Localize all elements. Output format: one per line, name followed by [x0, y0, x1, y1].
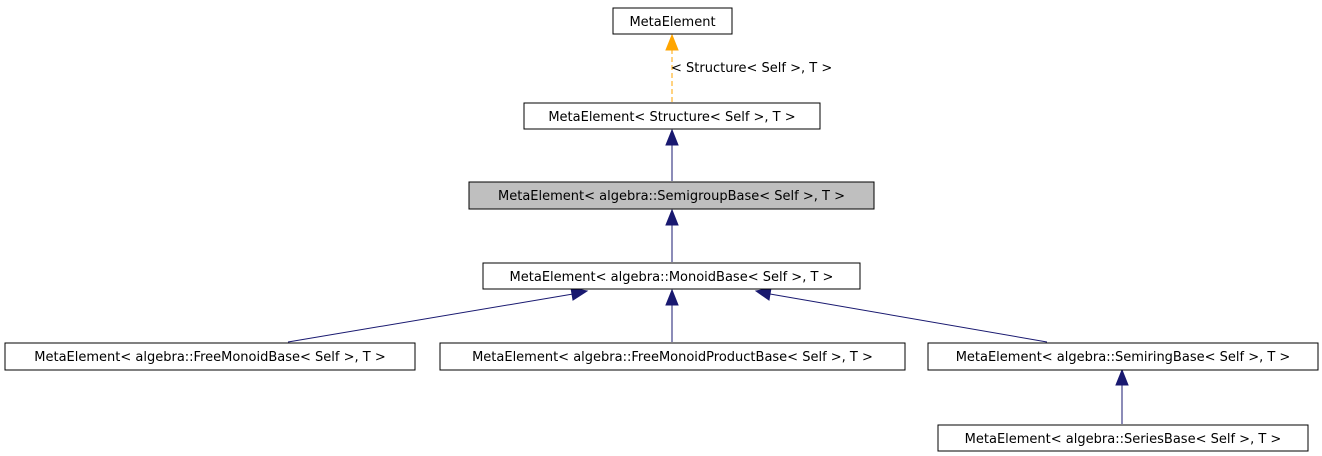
inheritance-edge-arrowhead: [665, 208, 679, 226]
node-label: MetaElement< Structure< Self >, T >: [548, 110, 795, 125]
inheritance-edge-arrowhead: [665, 128, 679, 146]
node-meta-structure[interactable]: MetaElement< Structure< Self >, T >: [523, 102, 821, 130]
inheritance-edge-arrowhead: [665, 288, 679, 306]
node-meta-element[interactable]: MetaElement: [612, 7, 733, 35]
node-label: MetaElement< algebra::SemiringBase< Self…: [956, 350, 1291, 365]
node-meta-free-monoid[interactable]: MetaElement< algebra::FreeMonoidBase< Se…: [4, 342, 416, 371]
node-meta-series[interactable]: MetaElement< algebra::SeriesBase< Self >…: [937, 424, 1309, 452]
node-meta-semigroup[interactable]: MetaElement< algebra::SemigroupBase< Sel…: [468, 181, 875, 210]
template-edge-label: < Structure< Self >, T >: [671, 61, 832, 76]
inheritance-edge-freemonoid-monoid: [287, 293, 574, 343]
inheritance-edge-arrowhead: [570, 287, 589, 301]
edges: < Structure< Self >, T >: [287, 33, 1129, 424]
inheritance-edge-arrowhead: [1115, 368, 1129, 386]
inheritance-edge-arrowhead: [754, 287, 772, 301]
node-meta-semiring[interactable]: MetaElement< algebra::SemiringBase< Self…: [927, 342, 1319, 371]
node-meta-monoid[interactable]: MetaElement< algebra::MonoidBase< Self >…: [482, 262, 861, 290]
node-label: MetaElement< algebra::FreeMonoidBase< Se…: [34, 350, 385, 365]
node-meta-free-monoid-product[interactable]: MetaElement< algebra::FreeMonoidProductB…: [439, 342, 906, 371]
node-label: MetaElement< algebra::FreeMonoidProductB…: [472, 350, 873, 365]
node-label: MetaElement< algebra::SemigroupBase< Sel…: [498, 189, 845, 204]
node-label: MetaElement< algebra::SeriesBase< Self >…: [965, 432, 1282, 447]
inheritance-edge-semiring-monoid: [769, 293, 1048, 343]
node-label: MetaElement< algebra::MonoidBase< Self >…: [510, 270, 834, 285]
node-label: MetaElement: [629, 15, 715, 30]
template-edge-arrowhead: [665, 33, 679, 51]
